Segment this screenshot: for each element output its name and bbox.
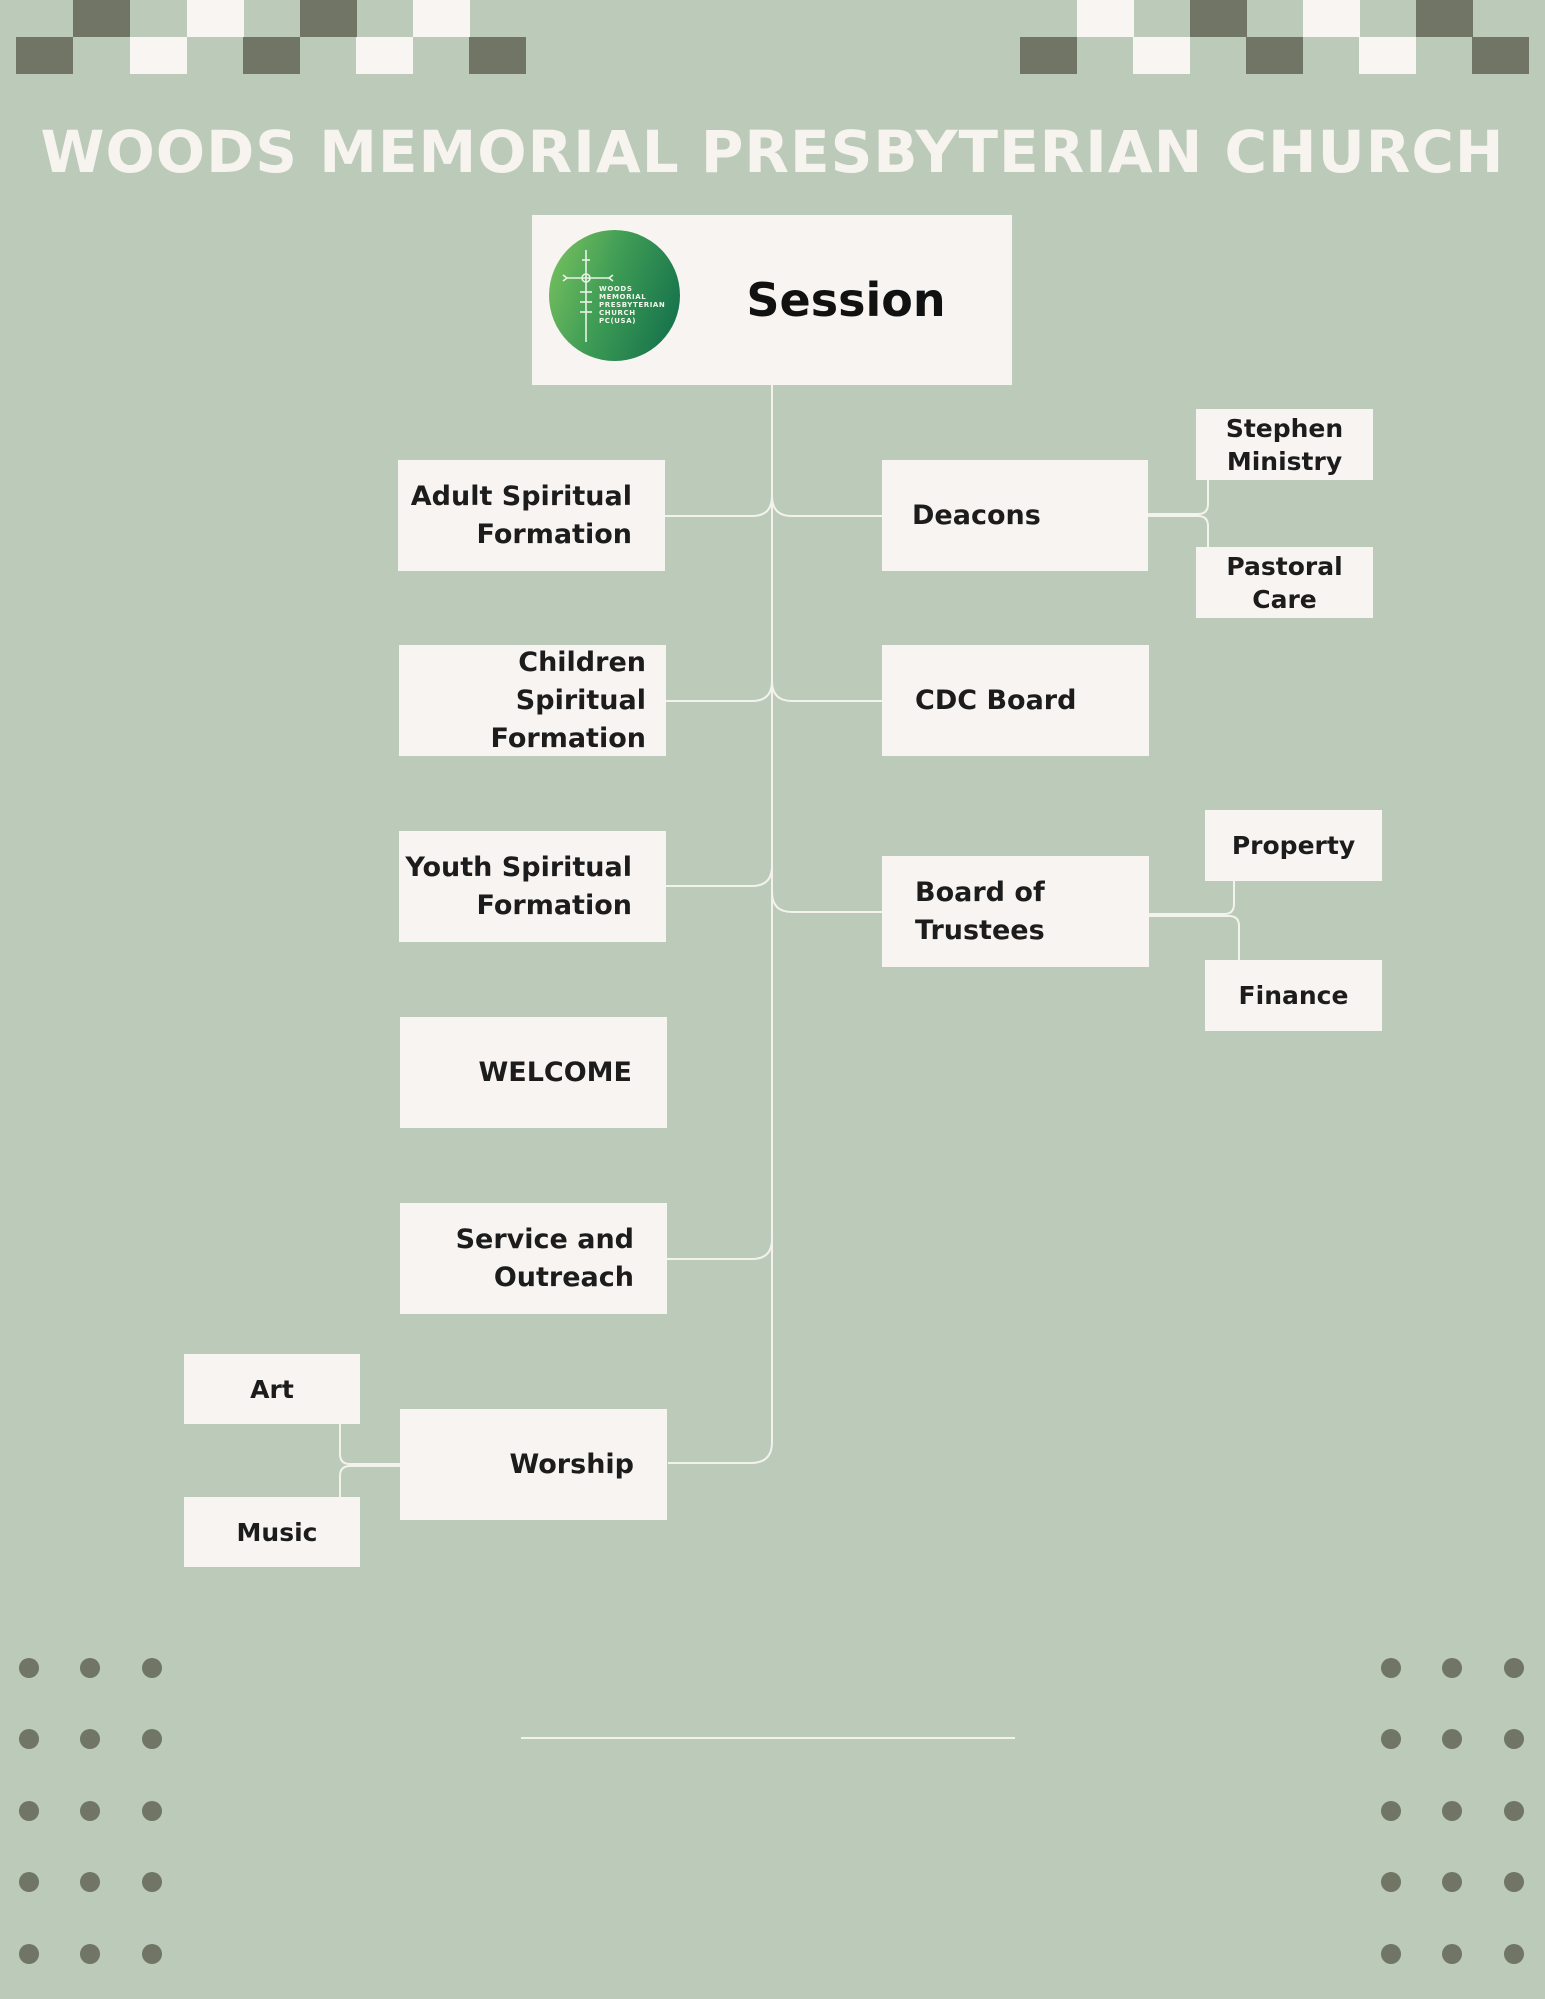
footer-divider <box>521 1737 1015 1739</box>
decor-dot <box>1442 1658 1462 1678</box>
decor-dot <box>1504 1658 1524 1678</box>
decor-dot <box>1504 1872 1524 1892</box>
decor-dot <box>1504 1801 1524 1821</box>
decor-dot <box>142 1729 162 1749</box>
decor-dot <box>19 1729 39 1749</box>
service-and-outreach-label: Service and Outreach <box>455 1223 634 1293</box>
connector-youth <box>666 865 773 887</box>
decor-dot <box>1381 1944 1401 1964</box>
decor-dot <box>19 1872 39 1892</box>
art-box: Art <box>184 1354 360 1424</box>
board-of-trustees-box: Board of Trustees <box>882 856 1149 967</box>
connector-service <box>667 1238 773 1260</box>
worship-box: Worship <box>400 1409 667 1520</box>
decor-dot <box>80 1944 100 1964</box>
connector-pastoral <box>1148 515 1209 547</box>
decor-dot <box>19 1658 39 1678</box>
connector-adult <box>665 495 773 517</box>
decor-dot <box>1442 1872 1462 1892</box>
property-label: Property <box>1231 831 1356 860</box>
children-spiritual-formation-label: Children Spiritual Formation <box>490 646 646 754</box>
pastoral-care-label: Pastoral Care <box>1226 551 1343 614</box>
decor-dot <box>1381 1801 1401 1821</box>
worship-label: Worship <box>509 1448 634 1480</box>
connector-trustees <box>771 891 882 913</box>
cdc-board-box: CDC Board <box>882 645 1149 756</box>
art-label: Art <box>250 1374 294 1404</box>
decor-dot <box>80 1729 100 1749</box>
pastoral-care-box: Pastoral Care <box>1196 547 1373 618</box>
decor-dot <box>1504 1944 1524 1964</box>
decor-dot <box>1442 1801 1462 1821</box>
connector-children <box>666 680 773 702</box>
connector-art <box>339 1424 400 1465</box>
session-box: WOODS MEMORIAL PRESBYTERIAN CHURCH PC(US… <box>532 215 1012 385</box>
session-label: Session <box>746 273 946 327</box>
children-spiritual-formation-box: Children Spiritual Formation <box>399 645 666 756</box>
board-of-trustees-label: Board of Trustees <box>915 876 1045 946</box>
connector-stephen <box>1148 480 1209 515</box>
finance-box: Finance <box>1205 960 1382 1031</box>
decor-dot <box>142 1658 162 1678</box>
decor-dot <box>19 1944 39 1964</box>
decor-dot <box>142 1801 162 1821</box>
connector-finance <box>1149 915 1240 960</box>
decor-dot <box>1381 1658 1401 1678</box>
adult-spiritual-formation-box: Adult Spiritual Formation <box>398 460 665 571</box>
decor-dot <box>1381 1872 1401 1892</box>
deacons-label: Deacons <box>912 499 1041 531</box>
decor-dot <box>1442 1729 1462 1749</box>
cross-logo-icon <box>562 250 614 342</box>
music-box: Music <box>184 1497 360 1567</box>
church-logo: WOODS MEMORIAL PRESBYTERIAN CHURCH PC(US… <box>549 230 680 361</box>
connector-cdc <box>771 680 882 702</box>
property-box: Property <box>1205 810 1382 881</box>
connector-music <box>339 1465 400 1497</box>
youth-spiritual-formation-label: Youth Spiritual Formation <box>405 851 632 921</box>
cdc-board-label: CDC Board <box>915 684 1077 716</box>
connector-property <box>1149 881 1235 915</box>
decor-dot <box>142 1872 162 1892</box>
stephen-ministry-box: Stephen Ministry <box>1196 409 1373 480</box>
decor-dot <box>80 1801 100 1821</box>
connector-deacons <box>771 495 882 517</box>
page-title: WOODS MEMORIAL PRESBYTERIAN CHURCH <box>40 118 1505 186</box>
decor-dot <box>142 1944 162 1964</box>
welcome-label: WELCOME <box>478 1056 632 1088</box>
finance-label: Finance <box>1238 981 1349 1010</box>
stephen-ministry-label: Stephen Ministry <box>1225 413 1344 476</box>
decor-dot <box>1381 1729 1401 1749</box>
decor-dot <box>80 1872 100 1892</box>
decor-dot <box>1504 1729 1524 1749</box>
service-and-outreach-box: Service and Outreach <box>400 1203 667 1314</box>
music-label: Music <box>236 1517 318 1547</box>
decor-dot <box>80 1658 100 1678</box>
youth-spiritual-formation-box: Youth Spiritual Formation <box>399 831 666 942</box>
main-trunk <box>668 385 773 1464</box>
decor-dot <box>19 1801 39 1821</box>
welcome-box: WELCOME <box>400 1017 667 1128</box>
logo-text: WOODS MEMORIAL PRESBYTERIAN CHURCH PC(US… <box>599 285 666 325</box>
deacons-box: Deacons <box>882 460 1148 571</box>
decor-dot <box>1442 1944 1462 1964</box>
adult-spiritual-formation-label: Adult Spiritual Formation <box>410 480 632 550</box>
